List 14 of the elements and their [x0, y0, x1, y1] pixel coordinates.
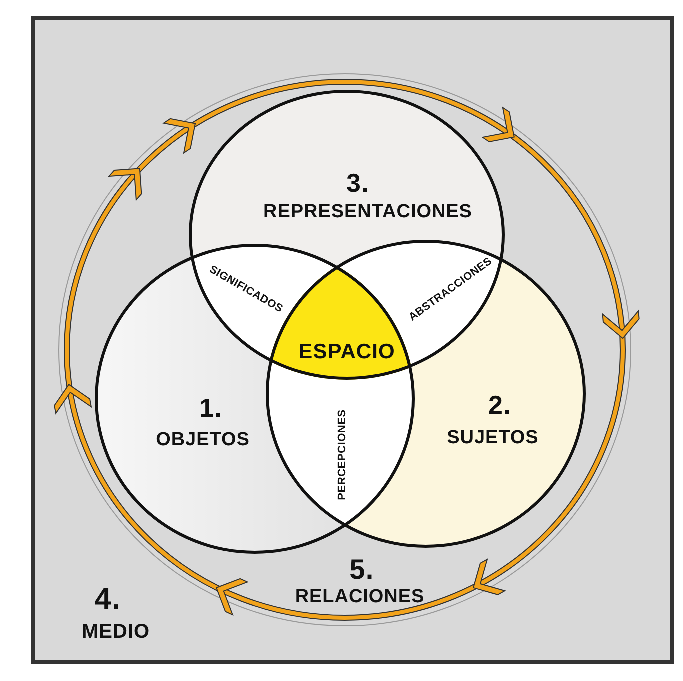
medium-frame: [35, 20, 670, 660]
number-label: 4.: [94, 585, 122, 615]
title-label: MEDIO: [82, 622, 150, 642]
number-label: 1.: [200, 395, 222, 421]
center-label: ESPACIO: [298, 342, 396, 362]
number-label: 5.: [350, 556, 374, 584]
number-label: 2.: [488, 392, 512, 418]
title-label: RELACIONES: [295, 588, 425, 606]
region-label: PERCEPCIONES: [338, 410, 348, 500]
number-label: 3.: [346, 170, 370, 196]
title-label: REPRESENTACIONES: [264, 202, 472, 222]
title-label: SUJETOS: [447, 428, 539, 448]
venn-circle: [189, 90, 505, 380]
title-label: OBJETOS: [156, 430, 250, 450]
